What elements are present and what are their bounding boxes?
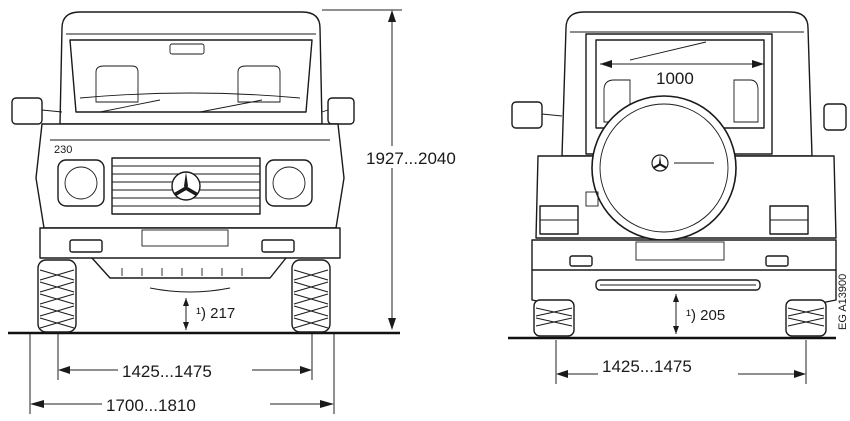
front-clearance-dimension [183,298,189,330]
front-view: 230 [8,9,468,415]
headlight-right-lens [272,166,306,200]
window-width-label-bg [652,67,710,87]
front-tyre-right [291,259,331,333]
skid-plate-marks [121,268,243,276]
mercedes-star-emblem [171,171,201,201]
front-underbody [91,257,287,279]
dashboard-line [79,92,301,99]
height-label: 1927...2040 [366,149,456,168]
front-track-label: 1425...1475 [122,362,212,381]
front-track-dimension [57,334,313,380]
rear-track-label: 1425...1475 [602,357,692,376]
front-tyre-left [37,259,77,333]
height-dimension [322,9,402,330]
mirror-arm-left-rear [541,113,563,117]
fog-light-left [69,239,103,253]
door-hinge [585,191,599,207]
drawing-code: EG A13900 [837,274,849,330]
overall-width-label: 1700...1810 [106,396,196,415]
rear-track-dimension [555,340,807,384]
fog-light-right [261,239,295,253]
seat-right [237,65,281,103]
rear-bumper [531,239,837,271]
headlight-left-lens [64,166,98,200]
reflector-right [765,255,789,267]
rear-axle [595,279,761,291]
mirror-left-rear [511,101,543,129]
rear-tyre-left [533,299,575,337]
rear-view-mirror [169,43,205,55]
front-clearance-label: ¹) 217 [196,305,235,322]
overall-width-dimension [29,334,335,414]
window-width-label: 1000 [656,69,694,88]
reflector-left [569,255,593,267]
spare-wheel-star-emblem [651,154,669,172]
wiper-right [199,99,263,113]
badge-text: 230 [54,144,72,156]
height-label-bg [364,146,468,168]
rear-clearance-dimension [673,294,679,334]
wiper-left [99,99,161,113]
mirror-arm-left [41,109,63,113]
rear-tyre-right [785,299,827,337]
mirror-right-front [327,97,355,125]
mirror-arm-right [321,109,329,113]
front-cab [59,11,323,125]
rear-wiper [629,41,707,61]
mirror-right-rear [823,103,847,131]
rear-seat-right [733,79,759,123]
rear-clearance-label: ¹) 205 [686,307,725,324]
license-plate [141,229,229,247]
seat-left [95,65,139,103]
front-axle [149,287,231,293]
windshield [69,39,313,113]
rear-view: 1000 [508,11,849,384]
rear-window [595,39,765,129]
mirror-left-front [11,97,43,125]
front-bumper [39,227,341,259]
rear-license-plate [635,241,725,261]
window-width-dimension [600,60,764,68]
